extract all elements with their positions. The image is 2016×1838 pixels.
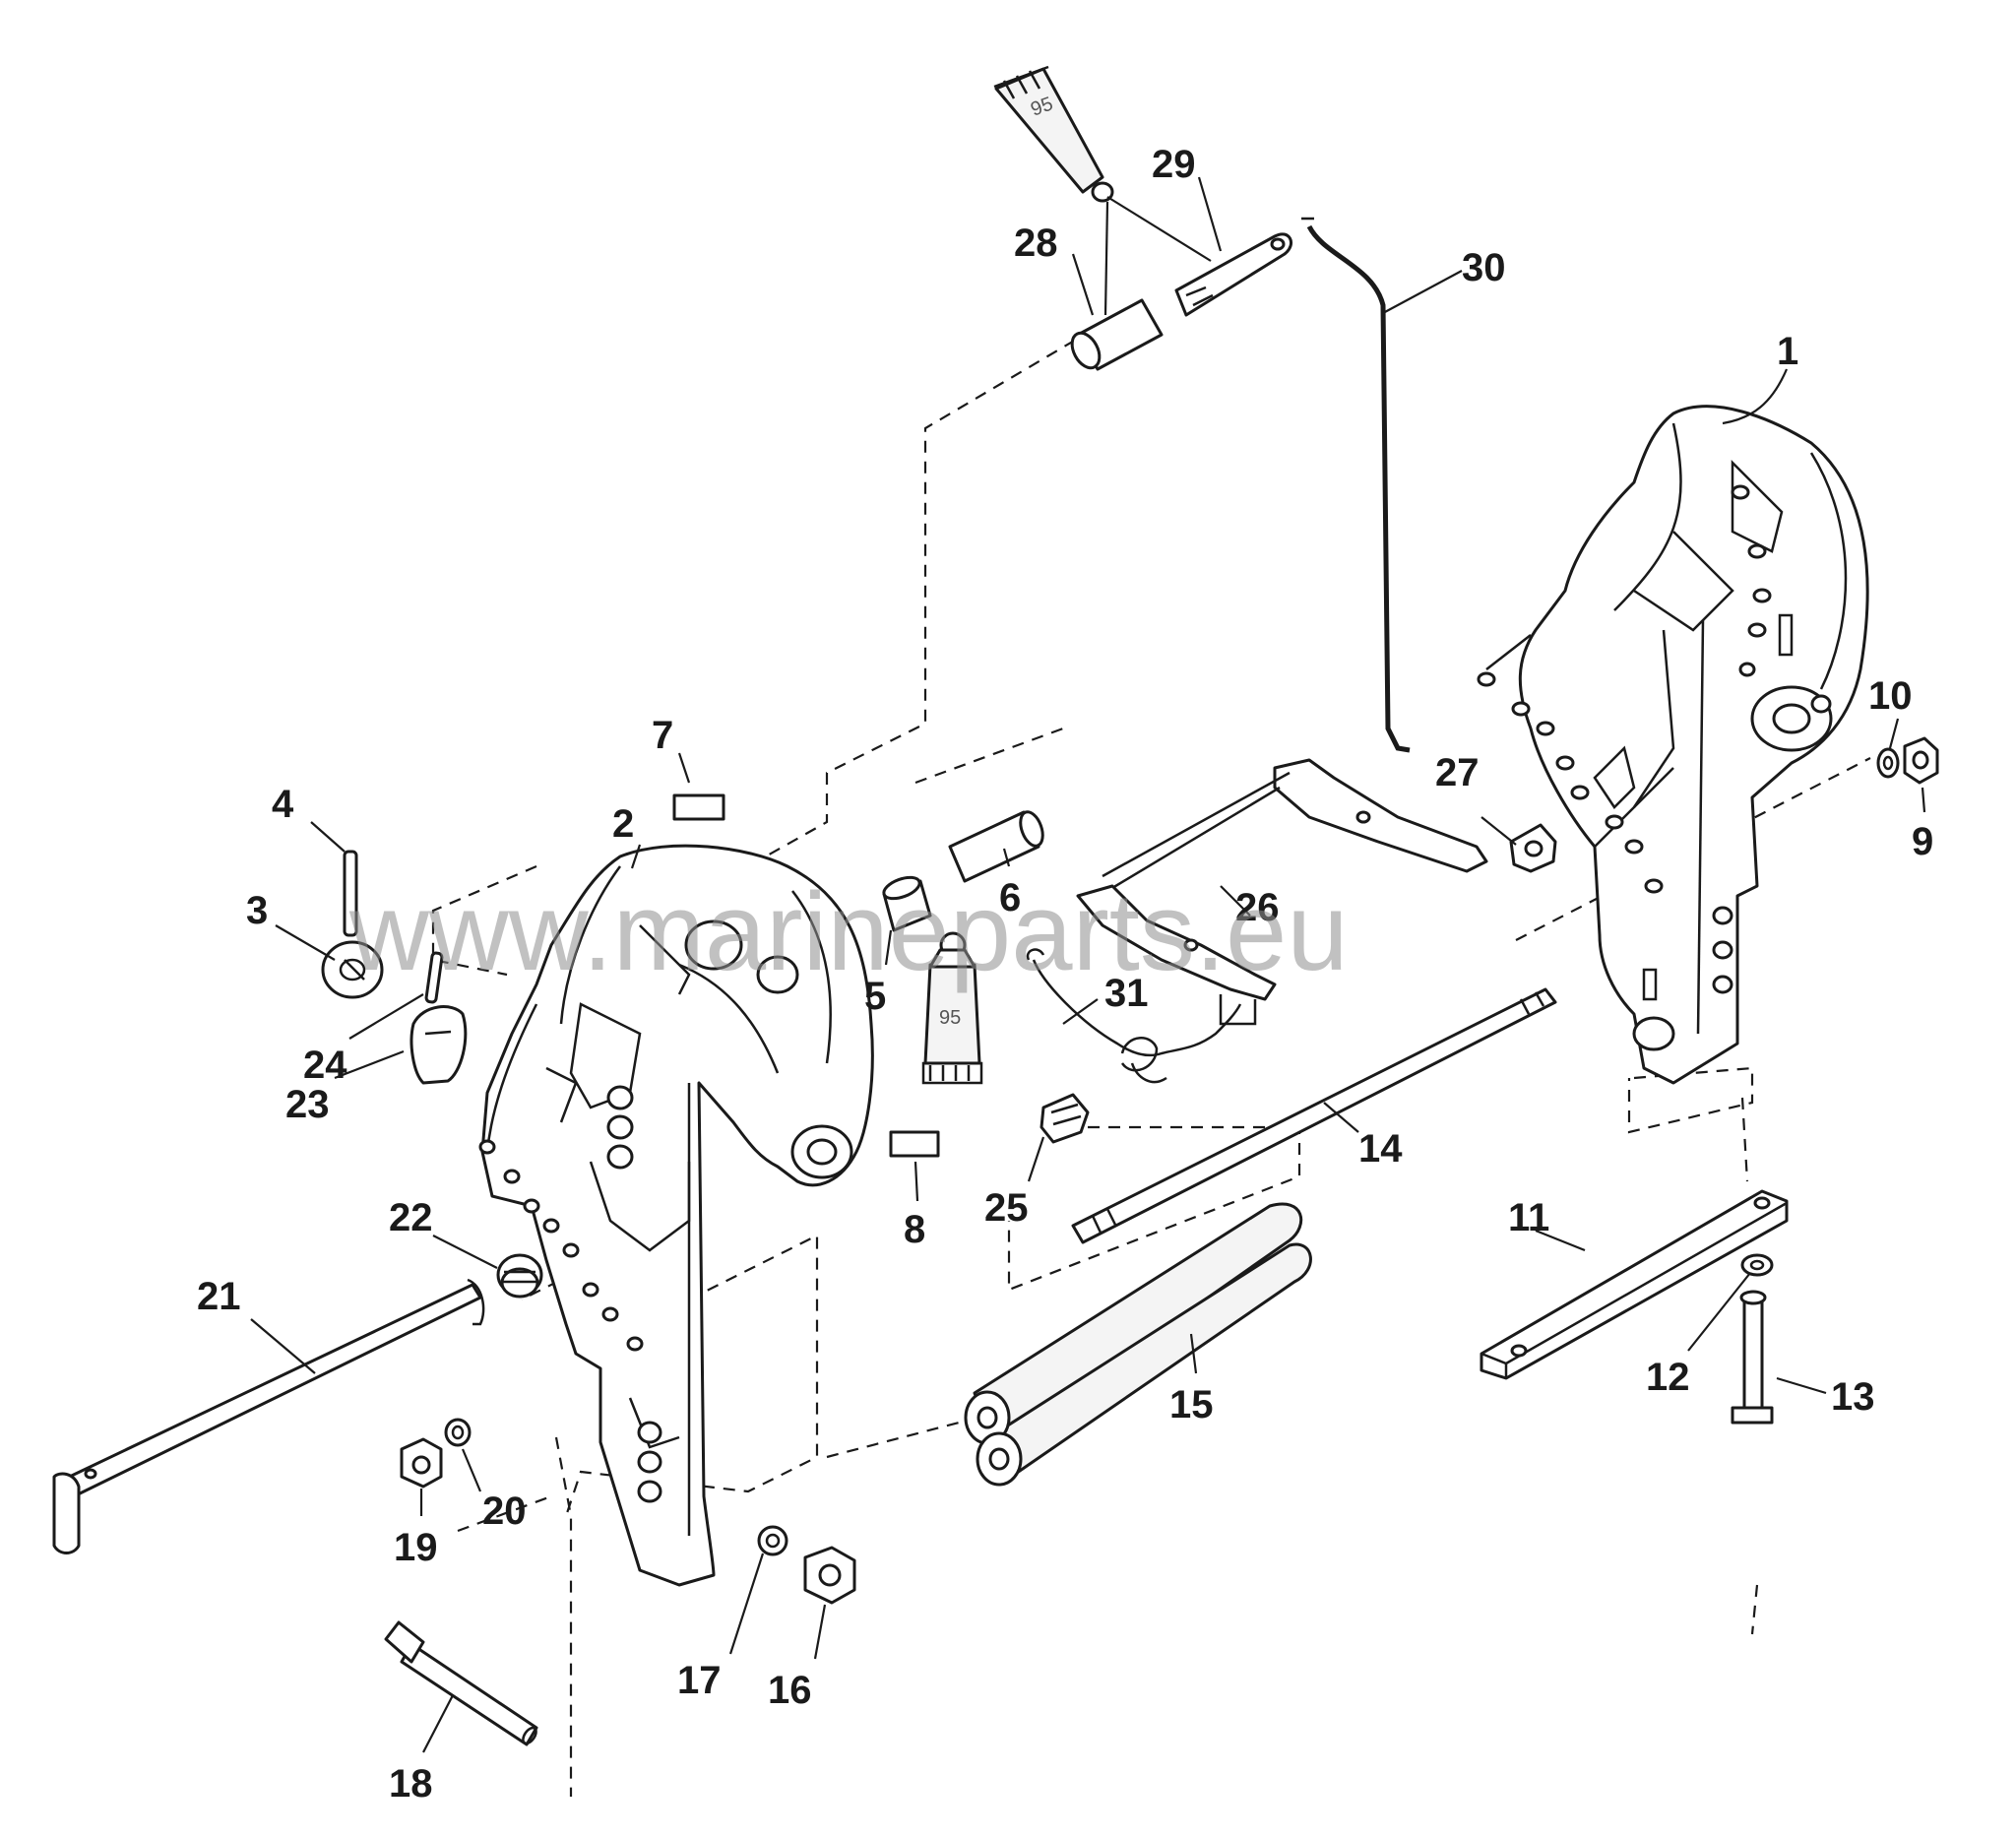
grease-tube-top: 95	[993, 65, 1114, 203]
watermark: www.marineparts.eu	[348, 870, 1349, 993]
part-25-fitting	[1040, 1093, 1090, 1144]
callout-17: 17	[677, 1659, 722, 1702]
callout-1: 1	[1777, 330, 1798, 373]
part-5-bushing	[882, 875, 932, 932]
callout-11: 11	[1508, 1196, 1549, 1239]
grease-tube-middle-label: 95	[939, 1007, 961, 1029]
grease-tube-middle: 95	[921, 931, 983, 1085]
callout-21: 21	[197, 1275, 241, 1318]
callout-10: 10	[1868, 674, 1913, 718]
part-22-grommet	[496, 1253, 543, 1299]
part-24-pin	[424, 951, 444, 1004]
callout-27: 27	[1435, 751, 1480, 794]
part-16-nut	[803, 1546, 856, 1605]
part-27-clevis	[1509, 823, 1557, 873]
part-17-washer	[757, 1525, 788, 1556]
part-9-nut	[1903, 736, 1939, 785]
callout-19: 19	[394, 1526, 438, 1569]
callout-6: 6	[999, 876, 1021, 919]
part-15-tilt-tube	[964, 1202, 1312, 1487]
callout-4: 4	[272, 783, 294, 826]
callout-8: 8	[904, 1208, 925, 1251]
part-13-bolt	[1731, 1290, 1774, 1425]
callout-16: 16	[768, 1669, 812, 1712]
part-26-lever-assembly	[1076, 758, 1488, 1026]
part-6-bushing	[948, 810, 1044, 883]
part-7-spacer	[672, 793, 725, 821]
callout-2: 2	[612, 802, 634, 846]
part-29-link	[1174, 232, 1292, 317]
part-31-spring	[1026, 948, 1242, 1084]
part-18-bolt	[384, 1620, 538, 1746]
callout-30: 30	[1462, 246, 1506, 289]
part-20-washer	[444, 1418, 472, 1447]
part-4-pin	[343, 850, 358, 937]
callout-14: 14	[1358, 1127, 1403, 1171]
callout-22: 22	[389, 1196, 433, 1239]
callout-15: 15	[1169, 1383, 1214, 1426]
part-30-rod	[1301, 217, 1411, 753]
callout-23: 23	[285, 1083, 330, 1126]
part-1-clamp-bracket-right	[1477, 405, 1869, 1085]
leader-lines	[250, 176, 1926, 1753]
part-8-spacer	[889, 1130, 940, 1158]
part-28-sleeve	[1070, 298, 1164, 371]
part-10-washer	[1876, 747, 1900, 779]
part-14-tube	[1071, 987, 1557, 1244]
part-21-lever-rod	[52, 1278, 485, 1554]
part-3-cam	[321, 940, 384, 999]
callout-labels: 1 2 3 4 5 6 7 8 9 10 11 12 13 14 15 16 1…	[197, 143, 1933, 1806]
callout-3: 3	[246, 889, 268, 932]
callout-20: 20	[482, 1489, 527, 1533]
part-19-nut	[400, 1437, 443, 1489]
callout-5: 5	[864, 975, 886, 1018]
callout-25: 25	[984, 1186, 1029, 1230]
callout-12: 12	[1646, 1356, 1690, 1399]
part-23-knob	[410, 1005, 468, 1085]
callout-24: 24	[303, 1044, 347, 1087]
callout-13: 13	[1831, 1375, 1875, 1419]
part-11-bar	[1480, 1189, 1789, 1380]
callout-28: 28	[1014, 222, 1058, 265]
callout-31: 31	[1104, 972, 1149, 1015]
callout-9: 9	[1912, 820, 1933, 863]
callout-18: 18	[389, 1762, 433, 1806]
callout-29: 29	[1152, 143, 1196, 186]
part-12-washer	[1740, 1253, 1774, 1277]
callout-26: 26	[1235, 886, 1280, 929]
callout-7: 7	[652, 714, 673, 757]
part-2-clamp-bracket-left	[478, 844, 874, 1587]
